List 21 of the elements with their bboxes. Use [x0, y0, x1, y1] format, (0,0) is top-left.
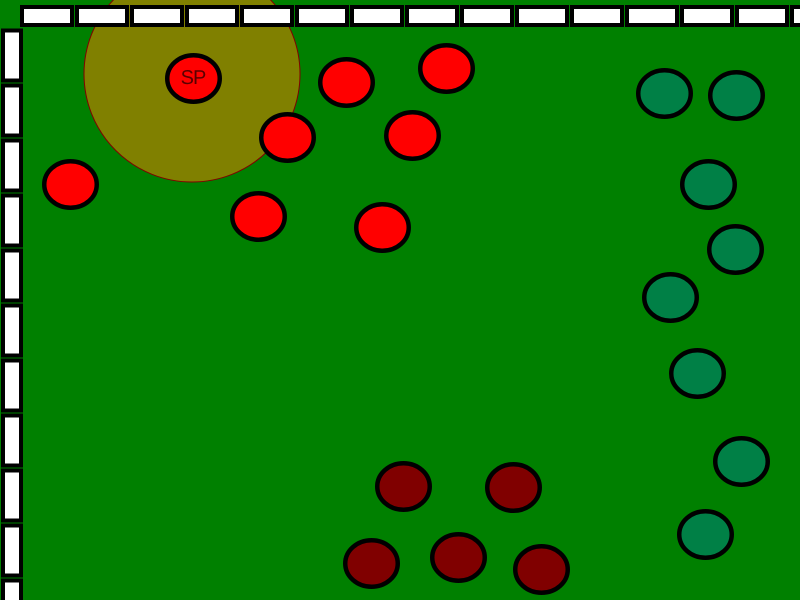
- token: [642, 272, 698, 322]
- token: [342, 538, 400, 588]
- token: [374, 460, 432, 512]
- token: [430, 532, 486, 582]
- token: [706, 224, 764, 274]
- token: [418, 42, 474, 94]
- token: [384, 110, 440, 160]
- token: [354, 202, 410, 252]
- token: [636, 68, 692, 118]
- token-label: SP: [180, 68, 206, 88]
- token: [512, 544, 570, 594]
- token: [318, 56, 374, 108]
- token: [230, 190, 286, 242]
- token: [712, 436, 770, 486]
- token: [42, 158, 98, 210]
- token: [708, 70, 764, 120]
- token: [484, 462, 542, 512]
- token: [676, 508, 734, 560]
- token: [258, 112, 316, 162]
- token: [668, 348, 726, 398]
- token: [680, 158, 736, 210]
